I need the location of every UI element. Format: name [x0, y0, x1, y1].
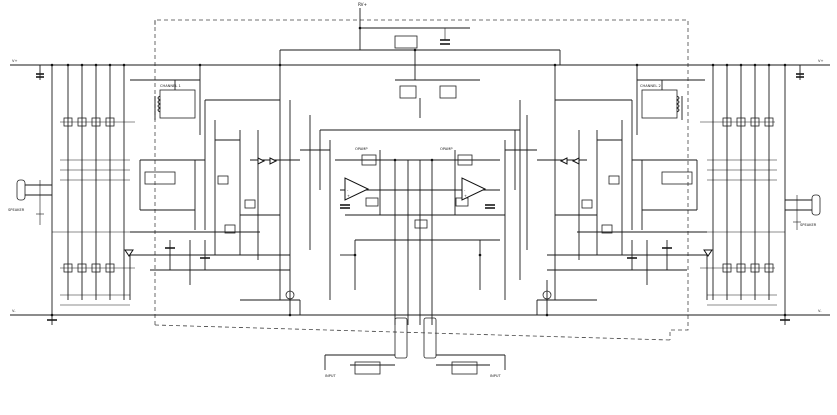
- channel-left-label: CHANNEL 1: [160, 84, 181, 88]
- left-coil: [154, 95, 162, 120]
- junction-dots: [50, 26, 787, 317]
- right-speaker-label: SPEAKER: [800, 223, 817, 227]
- right-rail-top-label: V+: [818, 59, 823, 63]
- top-supply-label: RV+: [358, 2, 368, 7]
- center-section: [289, 100, 520, 325]
- svg-text:-: -: [464, 188, 466, 192]
- channel-right-label: CHANNEL 2: [640, 84, 661, 88]
- right-rail-bottom-label: V-: [818, 309, 822, 313]
- svg-text:+: +: [464, 194, 467, 198]
- input-section: INPUT INPUT: [324, 317, 506, 378]
- left-speaker-label: SPEAKER: [8, 208, 25, 212]
- left-rail-top-label: V+: [12, 59, 17, 63]
- left-output-stage: [36, 65, 140, 325]
- right-output-stage: [697, 65, 804, 325]
- svg-text:+: +: [347, 194, 350, 198]
- opamp-left: - + OPAMP: [344, 147, 370, 201]
- opamp-right: - + OPAMP: [440, 147, 487, 201]
- opamp-left-label: OPAMP: [355, 147, 368, 151]
- left-rail-bottom-label: V-: [12, 309, 16, 313]
- left-driver-stage: [124, 65, 301, 315]
- opamp-right-label: OPAMP: [440, 147, 453, 151]
- input-right-label: INPUT: [490, 374, 502, 378]
- supply-regulator: [394, 28, 480, 118]
- right-driver-stage: [504, 65, 713, 315]
- input-left-label: INPUT: [325, 374, 337, 378]
- left-speaker-connector: SPEAKER: [8, 179, 52, 225]
- enclosure-outline: [154, 19, 689, 341]
- svg-text:-: -: [347, 188, 349, 192]
- rail-labels: RV+ V+ V- V+ V- CHANNEL 1 CHANNEL 2: [12, 2, 823, 313]
- right-coil: [675, 95, 683, 120]
- right-speaker-connector: SPEAKER: [785, 194, 821, 230]
